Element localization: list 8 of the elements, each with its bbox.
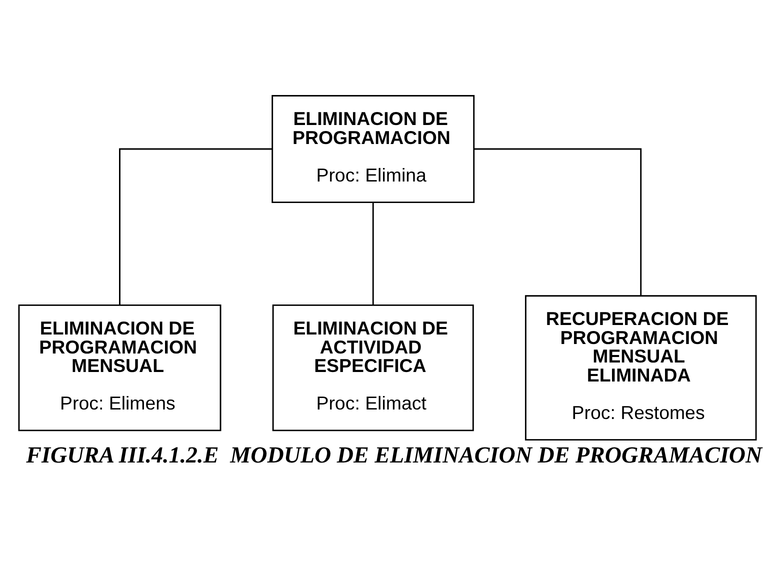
node-box: ELIMINACION DE PROGRAMACION Proc: Elimina (272, 94, 475, 202)
connector (474, 148, 642, 296)
node-box: RECUPERACION DE PROGRAMACION MENSUAL ELIMINADA Proc: Restomes (524, 294, 757, 440)
node-box: ELIMINACION DE PROGRAMACION MENSUAL Proc: Elimens (18, 304, 222, 431)
node-box: ELIMINACION DE ACTIVIDAD ESPECIFICA Proc: Elimact (272, 304, 474, 431)
connector (119, 148, 272, 305)
connector (372, 202, 374, 305)
caption: FIGURA III.4.1.2.E MODULO DE ELIMINACION DE PROGRAMACION (26, 441, 762, 468)
